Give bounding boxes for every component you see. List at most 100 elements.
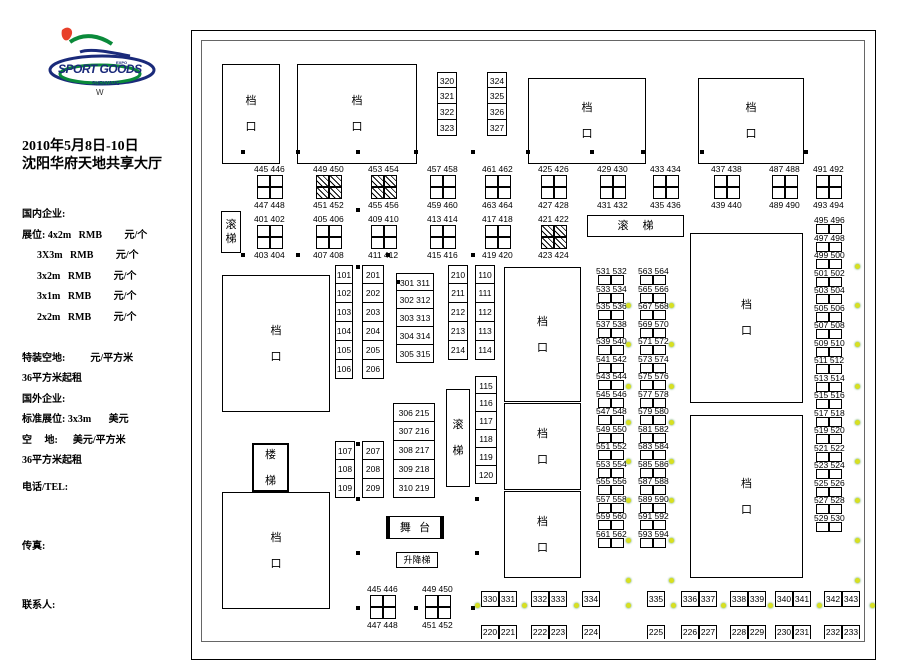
booth-cell[interactable] [498, 225, 511, 237]
kiosk-booth[interactable]: 档口 [690, 415, 803, 578]
booth-cell[interactable] [598, 450, 611, 460]
booth[interactable]: 110 [475, 265, 495, 284]
booth[interactable]: 201 [362, 265, 384, 284]
booth-cell[interactable] [829, 187, 842, 199]
booth-cell[interactable] [598, 467, 611, 478]
booth[interactable]: 332 [531, 591, 549, 607]
booth[interactable]: 209 [362, 479, 384, 498]
booth-cell[interactable] [498, 175, 511, 187]
booth[interactable]: 323 [437, 120, 457, 136]
booth-cell[interactable] [329, 237, 342, 249]
booth[interactable]: 202 [362, 284, 384, 303]
booth[interactable]: 306 215 [393, 403, 435, 422]
booth[interactable]: 228 [730, 625, 748, 639]
booth-cell[interactable] [727, 187, 740, 199]
booth-cell[interactable] [653, 362, 666, 373]
booth-cell[interactable] [829, 486, 842, 497]
booth-cell[interactable] [611, 467, 624, 478]
booth-cell[interactable] [653, 275, 666, 285]
booth-cell[interactable] [485, 225, 498, 237]
booth[interactable]: 229 [748, 625, 766, 639]
booth-cell[interactable] [816, 329, 829, 339]
booth[interactable]: 104 [335, 322, 353, 341]
booth-cell[interactable] [785, 187, 798, 199]
booth[interactable]: 223 [549, 625, 567, 639]
booth-cell[interactable] [541, 175, 554, 187]
booth-cell[interactable] [816, 241, 829, 252]
booth[interactable]: 320 [437, 72, 457, 88]
booth[interactable]: 305 315 [396, 345, 434, 363]
booth-cell[interactable] [816, 224, 829, 234]
booth-cell[interactable] [816, 434, 829, 444]
booth-cell[interactable] [383, 595, 396, 607]
booth[interactable]: 333 [549, 591, 567, 607]
booth-cell[interactable] [611, 292, 624, 303]
booth-cell[interactable] [829, 469, 842, 479]
booth-cell[interactable] [640, 362, 653, 373]
booth-cell[interactable] [816, 521, 829, 532]
booth-cell[interactable] [611, 520, 624, 530]
booth-cell[interactable] [816, 294, 829, 304]
booth-cell[interactable] [371, 187, 384, 199]
booth[interactable]: 225 [647, 625, 665, 639]
booth-cell[interactable] [598, 292, 611, 303]
booth-cell[interactable] [785, 175, 798, 187]
booth-cell[interactable] [653, 520, 666, 530]
booth[interactable]: 230 [775, 625, 793, 639]
booth-cell[interactable] [257, 175, 270, 187]
booth-cell[interactable] [816, 187, 829, 199]
booth-cell[interactable] [772, 175, 785, 187]
booth-cell[interactable] [316, 237, 329, 249]
booth[interactable]: 212 [448, 303, 468, 322]
booth[interactable]: 326 [487, 104, 507, 120]
booth-cell[interactable] [430, 187, 443, 199]
booth-cell[interactable] [666, 175, 679, 187]
booth[interactable]: 340 [775, 591, 793, 607]
booth-cell[interactable] [541, 225, 554, 237]
booth[interactable]: 231 [793, 625, 811, 639]
booth-cell[interactable] [270, 237, 283, 249]
booth[interactable]: 211 [448, 284, 468, 303]
booth-cell[interactable] [829, 451, 842, 462]
booth-cell[interactable] [816, 381, 829, 392]
booth-cell[interactable] [829, 276, 842, 287]
booth-cell[interactable] [640, 292, 653, 303]
booth[interactable]: 301 311 [396, 273, 434, 291]
booth-cell[interactable] [270, 187, 283, 199]
booth-cell[interactable] [829, 434, 842, 444]
booth-cell[interactable] [611, 362, 624, 373]
booth[interactable]: 309 218 [393, 460, 435, 479]
booth[interactable]: 107 [335, 441, 355, 460]
booth-cell[interactable] [611, 450, 624, 460]
booth-cell[interactable] [829, 364, 842, 374]
booth-cell[interactable] [270, 175, 283, 187]
booth-cell[interactable] [598, 432, 611, 443]
booth[interactable]: 336 [681, 591, 699, 607]
booth-cell[interactable] [611, 380, 624, 390]
booth-cell[interactable] [611, 432, 624, 443]
booth[interactable]: 204 [362, 322, 384, 341]
booth-cell[interactable] [498, 187, 511, 199]
booth-cell[interactable] [653, 485, 666, 495]
booth-cell[interactable] [816, 486, 829, 497]
booth-cell[interactable] [829, 399, 842, 409]
booth[interactable]: 335 [647, 591, 665, 607]
booth-cell[interactable] [772, 187, 785, 199]
booth-cell[interactable] [611, 275, 624, 285]
booth-cell[interactable] [653, 467, 666, 478]
kiosk-booth[interactable]: 档口 [504, 267, 581, 402]
booth-cell[interactable] [611, 397, 624, 408]
booth[interactable]: 106 [335, 360, 353, 379]
booth-cell[interactable] [598, 415, 611, 425]
booth-cell[interactable] [666, 187, 679, 199]
booth[interactable]: 341 [793, 591, 811, 607]
booth-cell[interactable] [816, 364, 829, 374]
booth[interactable]: 108 [335, 460, 355, 479]
booth[interactable]: 331 [499, 591, 517, 607]
booth-cell[interactable] [598, 485, 611, 495]
booth-cell[interactable] [816, 469, 829, 479]
booth-cell[interactable] [316, 225, 329, 237]
booth[interactable]: 103 [335, 303, 353, 322]
kiosk-booth[interactable]: 档口 [222, 492, 330, 609]
kiosk-booth[interactable]: 档口 [698, 78, 804, 164]
